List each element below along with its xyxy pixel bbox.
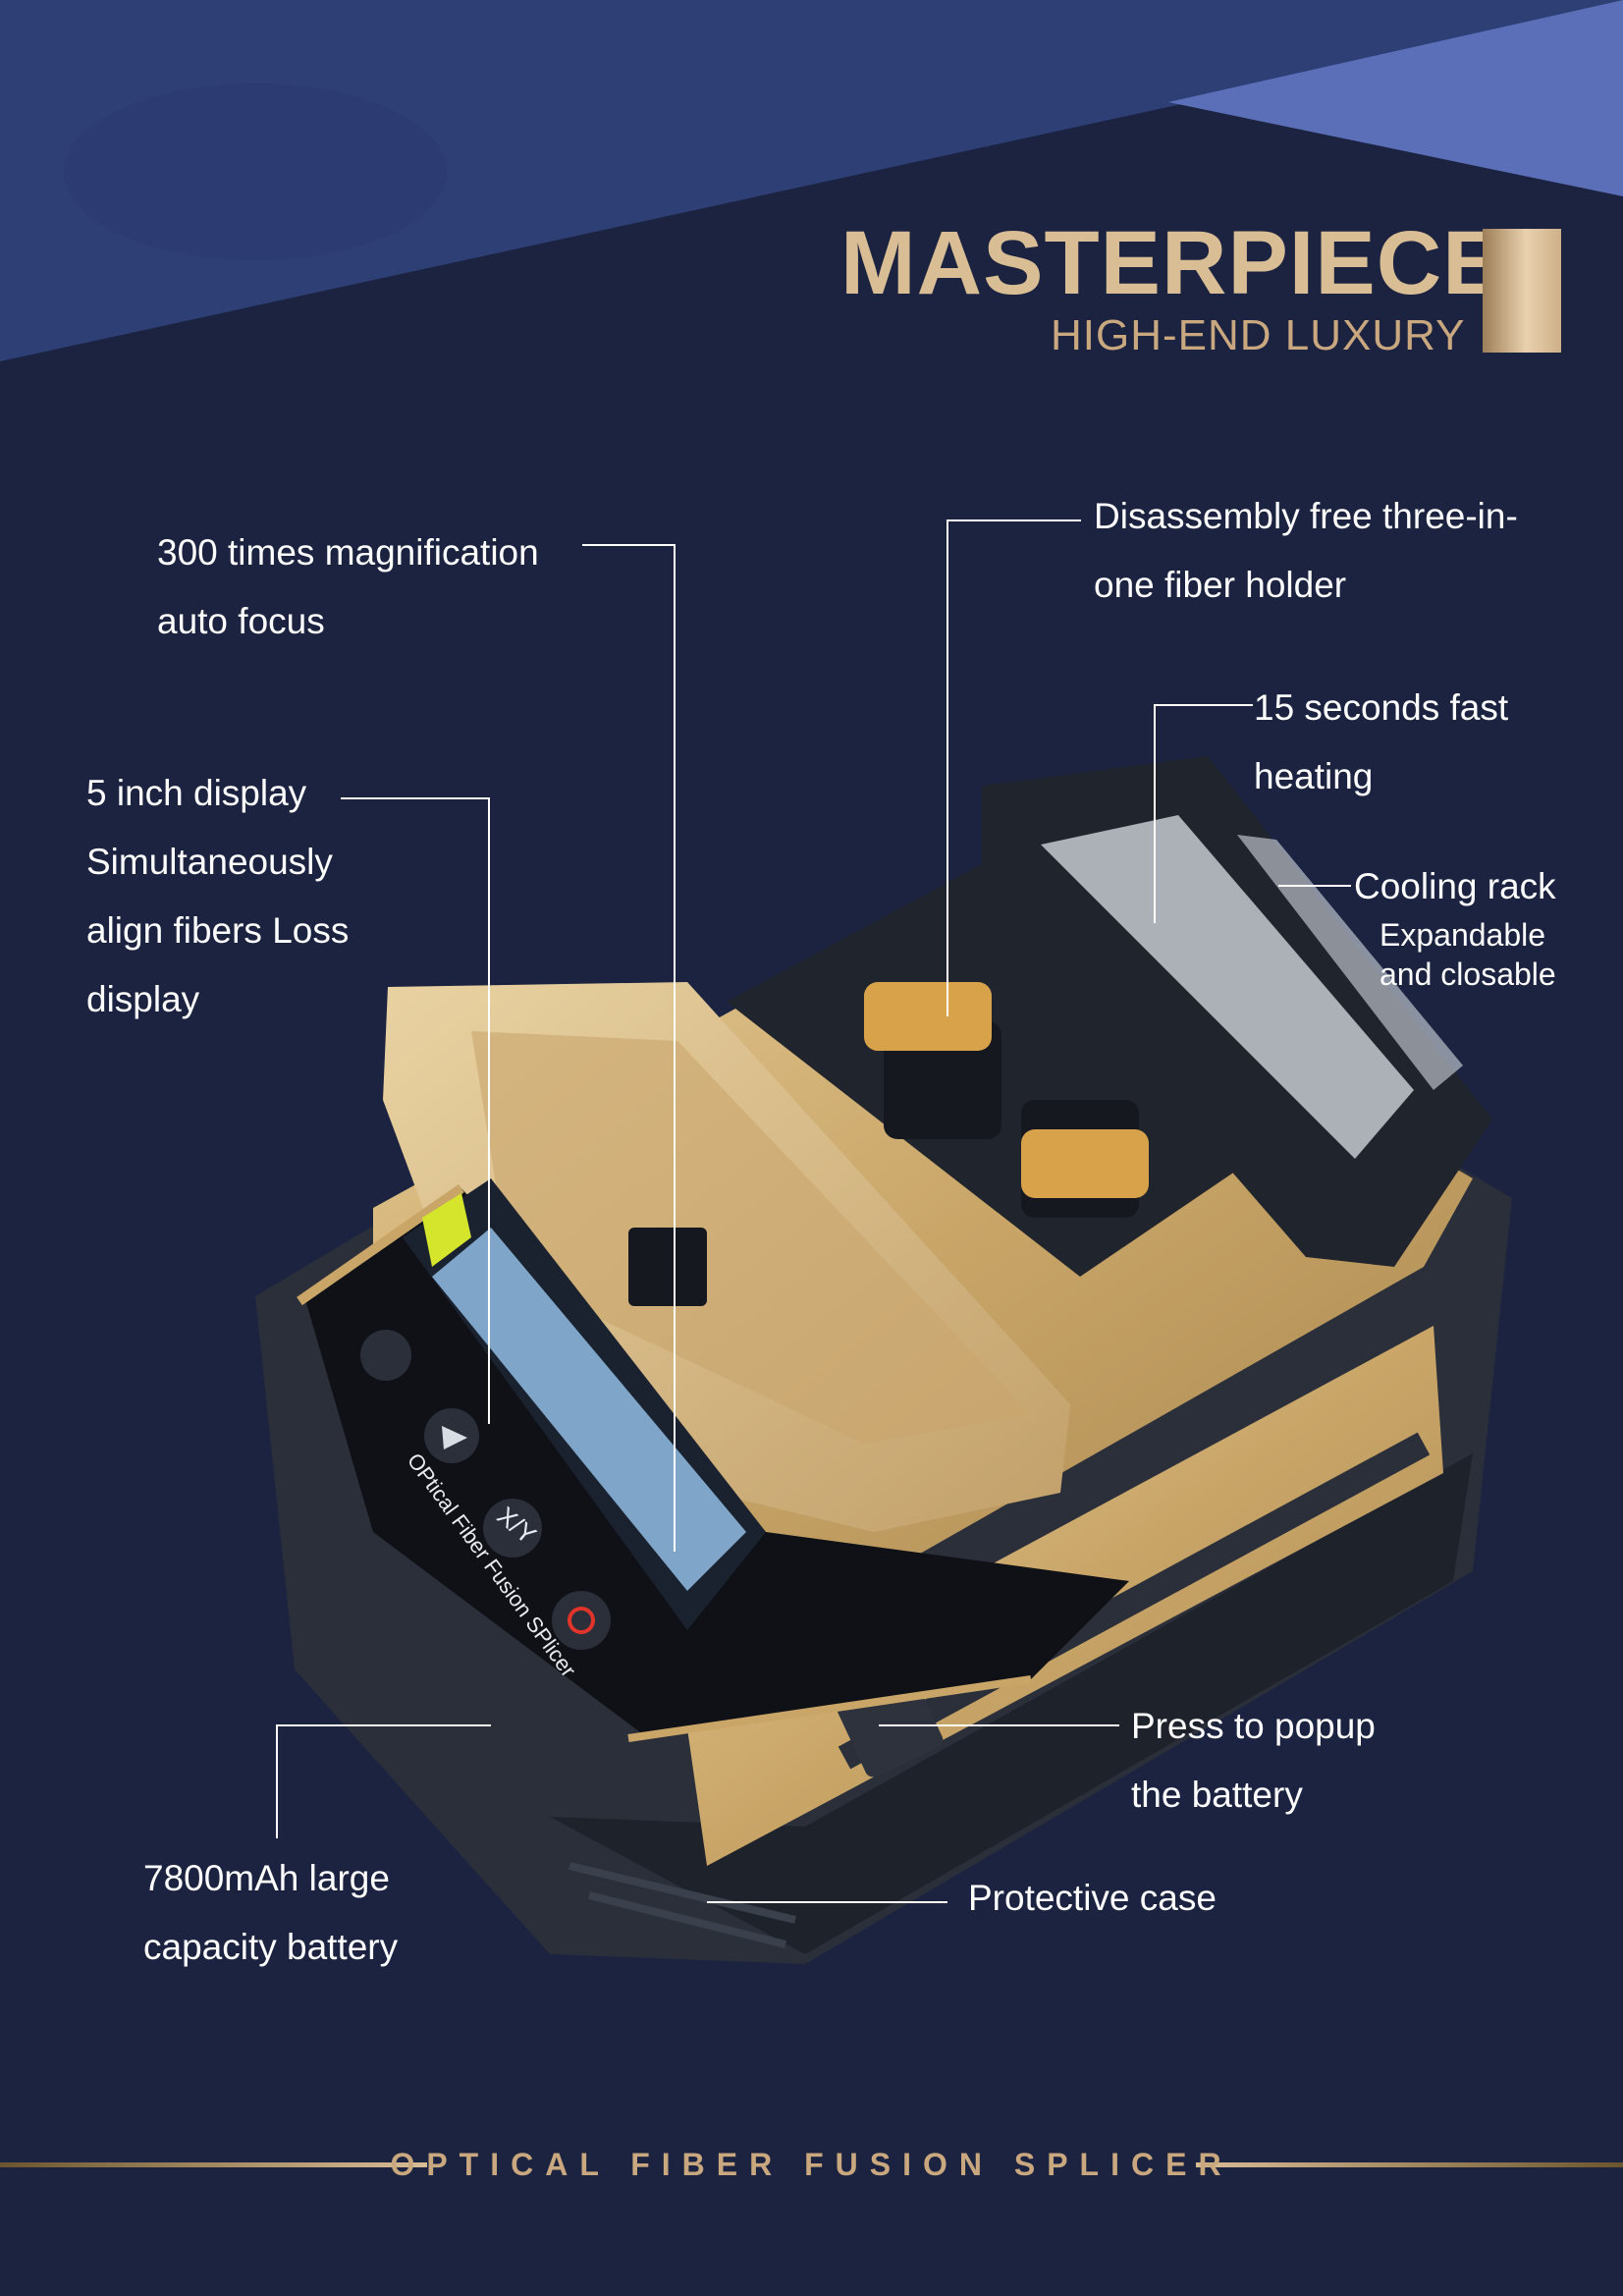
callout-holder-line-2: one fiber holder [1094, 565, 1347, 605]
callout-display-line-1: 5 inch display [86, 773, 307, 813]
callout-display: 5 inch display Simultaneously align fibe… [86, 759, 349, 1034]
callout-display-line-4: display [86, 979, 200, 1019]
page-title: MASTERPIECE [840, 213, 1504, 313]
callout-fiber-holder: Disassembly free three-in- one fiber hol… [1094, 482, 1518, 620]
footer-caption: OPTICAL FIBER FUSION SPLICER [390, 2147, 1233, 2182]
callout-display-line-2: Simultaneously [86, 842, 333, 882]
callout-battery-popup: Press to popup the battery [1131, 1692, 1376, 1830]
page-subtitle: HIGH-END LUXURY [1051, 311, 1466, 359]
callout-battery-line-2: capacity battery [143, 1927, 399, 1967]
fusion-splicer-illustration [255, 756, 1512, 1964]
callout-popup-line-2: the battery [1131, 1775, 1303, 1815]
callout-battery: 7800mAh large capacity battery [143, 1844, 398, 1982]
callout-protective-case: Protective case [968, 1878, 1217, 1918]
callout-holder-line-1: Disassembly free three-in- [1094, 496, 1518, 536]
callout-heating-line-2: heating [1254, 756, 1374, 796]
callout-heating-line-1: 15 seconds fast [1254, 687, 1509, 728]
callout-popup-line-1: Press to popup [1131, 1706, 1376, 1746]
callout-display-line-3: align fibers Loss [86, 910, 350, 951]
callout-cooling-title: Cooling rack [1354, 866, 1556, 906]
callout-magnification: 300 times magnification auto focus [157, 519, 539, 656]
callout-cooling-sub-line-1: Expandable [1380, 917, 1546, 953]
callout-cooling-sub-line-2: and closable [1380, 957, 1556, 992]
callout-magnification-line-1: 300 times magnification [157, 532, 539, 573]
callout-leader-lines [276, 519, 1351, 1903]
callout-heating: 15 seconds fast heating [1254, 674, 1508, 811]
callout-magnification-line-2: auto focus [157, 601, 325, 641]
callout-battery-line-1: 7800mAh large [143, 1858, 390, 1898]
gold-accent-block [1483, 229, 1561, 353]
callout-cooling-sub: Expandable and closable [1380, 915, 1556, 994]
